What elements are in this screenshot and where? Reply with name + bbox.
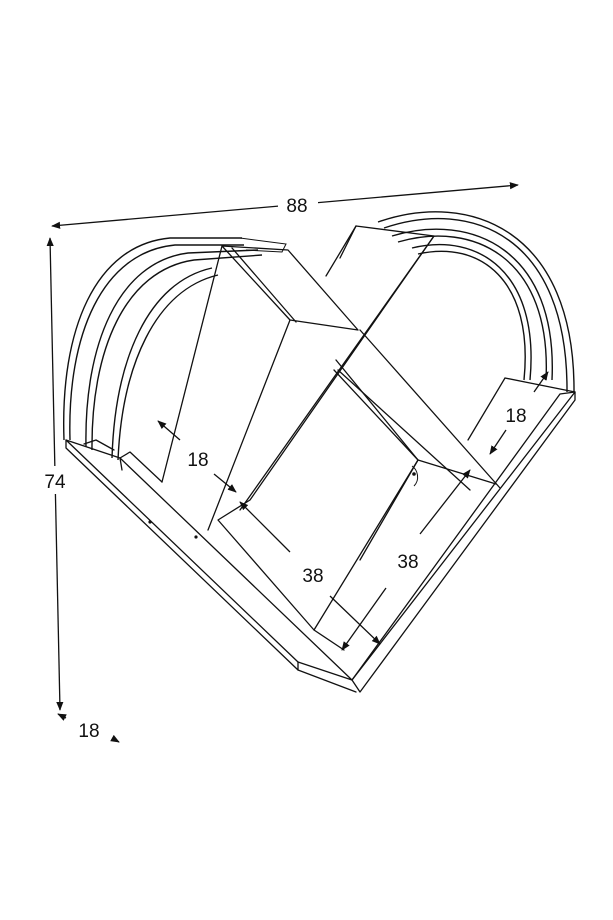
depth-label: 18	[78, 721, 99, 742]
right-board	[351, 377, 576, 693]
compartment-left-arrow-top	[239, 501, 291, 553]
compartment-left-label: 38	[302, 566, 323, 587]
compartment-left-arrow-bottom	[329, 595, 381, 645]
inner-depth-right-arrow-bottom	[489, 429, 507, 455]
dimension-lines	[38, 182, 549, 743]
depth-dimension-arrow-right	[110, 734, 120, 743]
inner-depth-left-arrow-bottom	[213, 473, 237, 493]
width-label: 88	[286, 196, 307, 217]
height-label: 74	[44, 472, 66, 493]
depth-dimension-arrow-left	[57, 713, 67, 721]
left-metal-arcs	[62, 237, 287, 461]
inner-depth-right-label: 18	[505, 406, 526, 427]
compartment-right-arrow-top	[419, 469, 471, 535]
central-divider	[217, 225, 501, 651]
right-metal-arcs	[377, 211, 575, 393]
inner-depth-left-label: 18	[187, 450, 208, 471]
left-board	[65, 439, 357, 693]
compartment-right-label: 38	[397, 552, 418, 573]
inner-depth-left-arrow-top	[157, 420, 181, 441]
inner-depth-right-arrow-top	[533, 371, 549, 393]
upper-left-panel	[161, 245, 359, 531]
compartment-right-arrow-bottom	[341, 587, 387, 651]
